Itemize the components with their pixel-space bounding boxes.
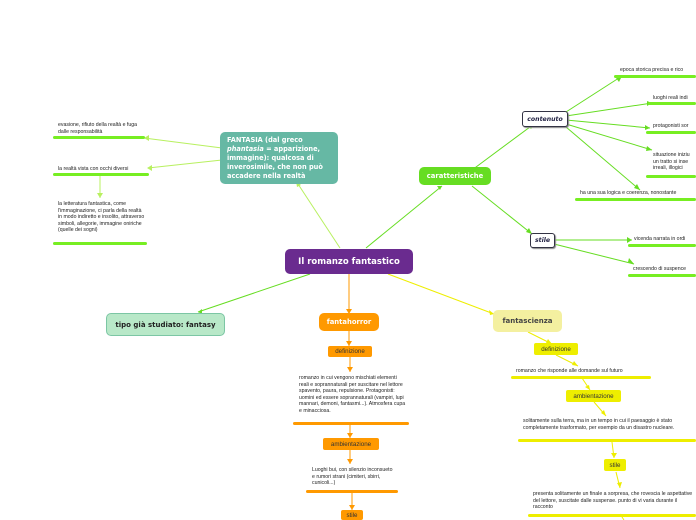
stile-item-1-underline bbox=[628, 244, 696, 247]
fantascienza-stile-label: stile bbox=[609, 461, 621, 469]
fantascienza-definizione-underline bbox=[511, 376, 651, 379]
stile-item-1-text: vicenda narrata in ordi bbox=[634, 236, 686, 242]
fantasia-greek-word: phantasia bbox=[227, 144, 264, 153]
contenuto-item-1[interactable]: epoca storica precisa e rico bbox=[620, 67, 696, 74]
fantahorror-node[interactable]: fantahorror bbox=[319, 313, 379, 331]
fantahorror-definizione-label: definizione bbox=[335, 348, 365, 355]
contenuto-item-4-text: situazione iniziu un tratto si inse irre… bbox=[653, 152, 690, 172]
fantahorror-ambientazione-content: Luoghi bui, con silenzio inconsueto e ru… bbox=[312, 467, 393, 487]
fantahorror-definizione-tag[interactable]: definizione bbox=[328, 346, 372, 357]
contenuto-item-1-underline bbox=[614, 75, 696, 78]
contenuto-item-2-underline bbox=[648, 102, 696, 105]
root-node[interactable]: Il romanzo fantastico bbox=[285, 249, 413, 274]
fantasia-realta[interactable]: la realtà vista con occhi diversi bbox=[58, 166, 150, 173]
contenuto-item-3[interactable]: protagonisti sor bbox=[653, 123, 696, 130]
fantascienza-ambientazione-underline bbox=[518, 439, 696, 442]
fantasia-line-2: phantasia = apparizione, bbox=[227, 145, 331, 154]
stile-item-1[interactable]: vicenda narrata in ordi bbox=[634, 236, 696, 243]
fantascienza-ambientazione-label: ambientazione bbox=[573, 392, 614, 400]
fantahorror-ambientazione-underline bbox=[306, 490, 398, 493]
contenuto-item-4[interactable]: situazione iniziu un tratto si inse irre… bbox=[653, 152, 696, 172]
stile-item-2-text: crescendo di suspence bbox=[633, 266, 687, 272]
root-label: Il romanzo fantastico bbox=[298, 256, 400, 267]
contenuto-item-5-text: ha una sua logica e coerenza, nonostante bbox=[580, 190, 677, 196]
stile-node[interactable]: stile bbox=[530, 233, 555, 248]
caratteristiche-node[interactable]: caratteristiche bbox=[419, 167, 491, 185]
fantasia-evasione[interactable]: evasione, rifiuto della realtà e fuga da… bbox=[58, 122, 146, 135]
contenuto-item-3-text: protagonisti sor bbox=[653, 123, 689, 129]
fantasia-letteratura-underline bbox=[53, 242, 147, 245]
caratteristiche-label: caratteristiche bbox=[426, 172, 484, 180]
fantasia-line-3: immagine): qualcosa di bbox=[227, 153, 314, 162]
fantascienza-definizione-tag[interactable]: definizione bbox=[534, 343, 578, 355]
contenuto-item-5[interactable]: ha una sua logica e coerenza, nonostante bbox=[580, 190, 696, 197]
fantascienza-ambientazione-tag[interactable]: ambientazione bbox=[566, 390, 621, 402]
tipo-node[interactable]: tipo già studiato: fantasy bbox=[106, 313, 225, 336]
fantahorror-ambientazione-tag[interactable]: ambientazione bbox=[323, 438, 379, 450]
fantasia-evasione-underline bbox=[53, 136, 145, 139]
contenuto-item-2-text: luoghi reali indi bbox=[653, 95, 688, 101]
contenuto-item-1-text: epoca storica precisa e rico bbox=[620, 67, 684, 73]
contenuto-item-2[interactable]: luoghi reali indi bbox=[653, 95, 696, 102]
fantasia-line-5: accadere nella realtà bbox=[227, 171, 306, 180]
fantascienza-ambientazione-content: solitamente sulla terra, ma in un tempo … bbox=[523, 418, 675, 431]
fantascienza-node[interactable]: fantascienza bbox=[493, 310, 562, 332]
fantasia-line-2-rest: = apparizione, bbox=[263, 144, 321, 153]
fantascienza-stile-tag[interactable]: stile bbox=[604, 459, 626, 471]
fantasia-line-1: FANTASIA (dal greco bbox=[227, 136, 303, 144]
fantahorror-definizione-content: romanzo in cui vengono mischiati element… bbox=[299, 375, 406, 414]
contenuto-label: contenuto bbox=[527, 115, 563, 123]
stile-label: stile bbox=[534, 237, 551, 244]
fantascienza-definizione-label: definizione bbox=[541, 345, 571, 353]
fantahorror-ambientazione-text[interactable]: Luoghi bui, con silenzio inconsueto e ru… bbox=[312, 467, 396, 487]
fantahorror-definizione-underline bbox=[293, 422, 409, 425]
fantasia-line-4: inverosimile, che non può bbox=[227, 162, 323, 171]
fantascienza-definizione-content: romanzo che risponde alle domande sul fu… bbox=[516, 368, 623, 374]
fantahorror-definizione-text[interactable]: romanzo in cui vengono mischiati element… bbox=[299, 375, 407, 415]
fantascienza-stile-underline bbox=[528, 514, 696, 517]
contenuto-item-5-underline bbox=[575, 198, 696, 201]
fantahorror-stile-tag[interactable]: stile bbox=[341, 510, 363, 520]
fantasia-evasione-text: evasione, rifiuto della realtà e fuga da… bbox=[58, 122, 138, 135]
fantasia-realta-text: la realtà vista con occhi diversi bbox=[58, 166, 129, 172]
fantasia-letteratura[interactable]: la letteratura fantastica, come l'immagi… bbox=[58, 201, 146, 234]
contenuto-item-4-underline bbox=[646, 175, 696, 178]
fantascienza-label: fantascienza bbox=[502, 317, 553, 325]
fantasia-realta-underline bbox=[53, 173, 149, 176]
stile-item-2[interactable]: crescendo di suspence bbox=[633, 266, 696, 273]
fantahorror-stile-label: stile bbox=[346, 511, 358, 519]
fantascienza-stile-content: presenta solitamente un finale a sorpres… bbox=[533, 491, 693, 511]
stile-item-2-underline bbox=[628, 274, 696, 277]
fantascienza-ambientazione-text[interactable]: solitamente sulla terra, ma in un tempo … bbox=[523, 418, 696, 431]
fantasia-node[interactable]: FANTASIA (dal greco phantasia = apparizi… bbox=[220, 132, 338, 184]
fantascienza-definizione-text[interactable]: romanzo che risponde alle domande sul fu… bbox=[516, 368, 656, 375]
fantahorror-ambientazione-label: ambientazione bbox=[330, 440, 372, 448]
fantasia-letteratura-text: la letteratura fantastica, come l'immagi… bbox=[58, 201, 145, 234]
tipo-label: tipo già studiato: fantasy bbox=[115, 320, 216, 329]
fantascienza-stile-text[interactable]: presenta solitamente un finale a sorpres… bbox=[533, 491, 696, 511]
contenuto-node[interactable]: contenuto bbox=[522, 111, 568, 127]
contenuto-item-3-underline bbox=[646, 131, 696, 134]
fantahorror-label: fantahorror bbox=[326, 318, 372, 326]
